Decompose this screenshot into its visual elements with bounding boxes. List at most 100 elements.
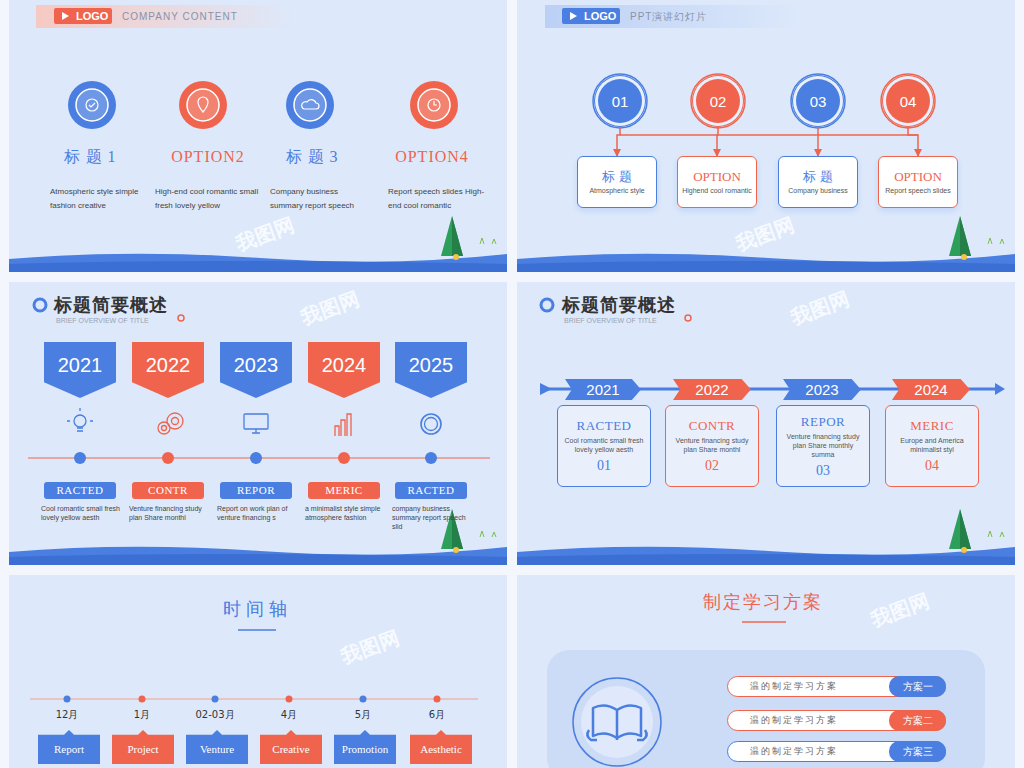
topic-card: CONTRVenture financing study plan Share … bbox=[665, 405, 759, 487]
month-box: Promotion bbox=[334, 730, 396, 764]
shape-fill bbox=[334, 730, 396, 764]
label-text: BRIEF OVERVIEW OF TITLE bbox=[564, 316, 657, 325]
node-text: 方案三 bbox=[903, 746, 933, 758]
node-text: Company business bbox=[788, 186, 848, 195]
header-strip bbox=[36, 5, 298, 28]
month-axis bbox=[30, 630, 478, 703]
plan-tag: 方案二 bbox=[889, 710, 946, 731]
option-box: OPTIONHighend cool romantic bbox=[677, 156, 757, 208]
node-text: Creative bbox=[272, 743, 309, 756]
label-text: 1月 bbox=[117, 709, 167, 721]
option-box: OPTION Report speech slides bbox=[878, 156, 958, 208]
month-box: Aesthetic bbox=[410, 730, 472, 764]
node-text: RACTED bbox=[577, 418, 632, 433]
plan-pill: 温的制定学习方案方案三 bbox=[727, 741, 946, 762]
node-text: 03 bbox=[816, 463, 830, 479]
node-text: 标 题 bbox=[602, 169, 631, 184]
shape-fill bbox=[783, 379, 861, 400]
watermark: 我图网 bbox=[298, 286, 363, 329]
node-text: Report bbox=[54, 743, 84, 756]
month-box: Venture bbox=[186, 730, 248, 764]
node-text: company business summary report speech s… bbox=[392, 504, 476, 531]
shape-fill bbox=[220, 342, 292, 398]
shape-fill bbox=[38, 730, 100, 764]
node-text: 2021 bbox=[586, 381, 619, 398]
label-text: High-end cool romantic small fresh lovel… bbox=[155, 185, 260, 213]
month-box: Creative bbox=[260, 730, 322, 764]
watermark: 我图网 bbox=[233, 212, 298, 255]
node-text: Cool romantic small fresh lovely yellow … bbox=[562, 436, 646, 454]
label-text: 标 题 3 bbox=[262, 148, 362, 166]
ground bbox=[9, 216, 1015, 565]
shape-fill bbox=[132, 342, 204, 398]
topic-pill: RACTEDCool romantic small fresh lovely y… bbox=[44, 482, 116, 499]
node-text: MERIC bbox=[308, 482, 380, 499]
option-box: 标 题 Atmospheric style bbox=[577, 156, 657, 208]
node-text: MERIC bbox=[910, 418, 954, 433]
label-text: 4月 bbox=[264, 709, 314, 721]
node-text: Europe and America minimalist styl bbox=[890, 436, 974, 454]
node-text: Report on work plan of venture financing… bbox=[217, 504, 301, 522]
node-text: Project bbox=[127, 743, 158, 756]
year-badge: 2021 bbox=[44, 342, 116, 398]
node-text: 04 bbox=[900, 93, 917, 110]
header-strip bbox=[545, 5, 807, 28]
node-text: 04 bbox=[925, 458, 939, 474]
node-text: 03 bbox=[810, 93, 827, 110]
node-text: REPOR bbox=[801, 414, 845, 429]
year-badge: 2023 bbox=[220, 342, 292, 398]
circle-halos bbox=[593, 74, 935, 128]
node-text: 02 bbox=[710, 93, 727, 110]
year-ribbon: 2024 bbox=[892, 379, 970, 400]
year-badge: 2025 bbox=[395, 342, 467, 398]
branch-connector bbox=[717, 123, 718, 156]
shape-fill bbox=[565, 379, 641, 400]
node-text: Atmospheric style bbox=[589, 186, 644, 195]
node-text: 标 题 bbox=[803, 169, 832, 184]
label-text: 6月 bbox=[412, 709, 462, 721]
shape-fill bbox=[260, 730, 322, 764]
watermark: 我图网 bbox=[788, 286, 853, 329]
label-text: OPTION4 bbox=[372, 148, 492, 166]
label-text: Company business summary report speech bbox=[270, 185, 370, 213]
shape-fill bbox=[410, 730, 472, 764]
year-badge: 2024 bbox=[308, 342, 380, 398]
node-text: OPTION bbox=[894, 169, 942, 184]
node-text: REPOR bbox=[220, 482, 292, 499]
timeline-icons bbox=[67, 408, 441, 436]
label-text: 制定学习方案 bbox=[683, 591, 843, 613]
shape-fill bbox=[186, 730, 248, 764]
node-text: 2023 bbox=[805, 381, 838, 398]
year-badge: 2022 bbox=[132, 342, 204, 398]
node-text: 01 bbox=[597, 458, 611, 474]
shape-fill bbox=[112, 730, 174, 764]
plan-pill: 温的制定学习方案方案二 bbox=[727, 710, 946, 731]
label-text: COMPANY CONTENT bbox=[122, 11, 238, 23]
number-circle: 04 bbox=[886, 79, 930, 123]
label-text: BRIEF OVERVIEW OF TITLE bbox=[56, 316, 149, 325]
topic-pill: REPORReport on work plan of venture fina… bbox=[220, 482, 292, 499]
shape-fill bbox=[395, 342, 467, 398]
label-text: 02-03月 bbox=[190, 709, 240, 721]
node-text: LOGO bbox=[562, 8, 620, 24]
label-text: 12月 bbox=[42, 709, 92, 721]
node-text: Venture financing study plan Share month… bbox=[670, 436, 754, 454]
topic-card: REPORVenture financing study plan Share … bbox=[776, 405, 870, 487]
branch-connector bbox=[617, 123, 620, 156]
year-ribbon: 2022 bbox=[673, 379, 751, 400]
node-text: Report speech slides bbox=[885, 186, 950, 195]
number-circle: 03 bbox=[796, 79, 840, 123]
label-text: 标题简要概述 bbox=[562, 294, 676, 316]
label-text: 标 题 1 bbox=[40, 148, 140, 166]
plan-panel bbox=[547, 622, 985, 768]
shape-fill bbox=[308, 342, 380, 398]
label-text: 时间轴 bbox=[197, 598, 317, 620]
plan-tag: 方案三 bbox=[889, 741, 946, 762]
watermark: 我图网 bbox=[338, 625, 403, 668]
watermark: 我图网 bbox=[868, 588, 933, 631]
node-text: Cool romantic small fresh lovely yellow … bbox=[41, 504, 125, 522]
node-text: RACTED bbox=[44, 482, 116, 499]
node-text: 2022 bbox=[695, 381, 728, 398]
year-ribbon: 2021 bbox=[565, 379, 641, 400]
